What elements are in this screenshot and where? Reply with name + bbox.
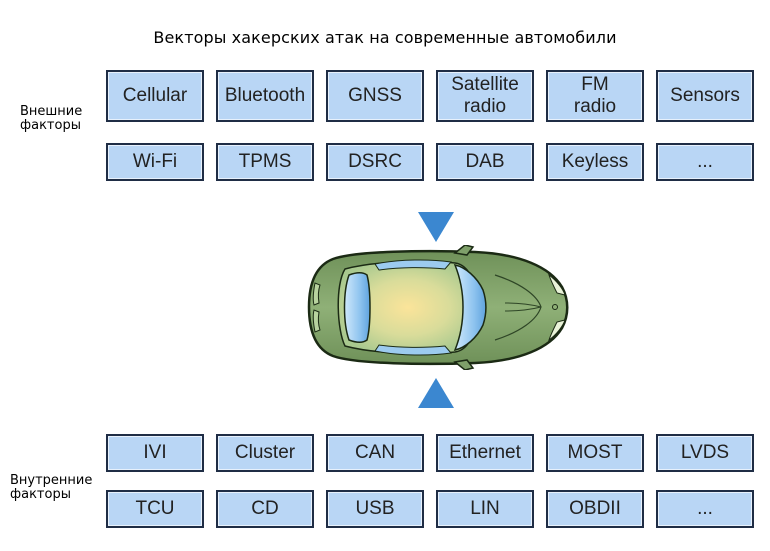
internal-label-line2: факторы	[10, 487, 71, 502]
vector-box-dsrc: DSRC	[326, 143, 424, 181]
vector-box-bluetooth: Bluetooth	[216, 70, 314, 122]
vector-box-cluster: Cluster	[216, 434, 314, 472]
vector-box-lvds: LVDS	[656, 434, 754, 472]
internal-factors-label: Внутренние факторы	[10, 474, 92, 502]
car-icon	[307, 245, 569, 370]
vector-box-ethernet: Ethernet	[436, 434, 534, 472]
vector-box-obdii: OBDII	[546, 490, 644, 528]
vector-box-ivi: IVI	[106, 434, 204, 472]
vector-box-tpms: TPMS	[216, 143, 314, 181]
vector-box-keyless: Keyless	[546, 143, 644, 181]
internal-label-line1: Внутренние	[10, 473, 93, 488]
vector-box-usb: USB	[326, 490, 424, 528]
vector-box-cellular: Cellular	[106, 70, 204, 122]
vector-box-satellite-radio: Satellite radio	[436, 70, 534, 122]
vector-box-wifi: Wi-Fi	[106, 143, 204, 181]
vector-box-most: MOST	[546, 434, 644, 472]
vector-box-lin: LIN	[436, 490, 534, 528]
arrow-down-icon	[418, 212, 454, 242]
external-label-line1: Внешние	[20, 104, 83, 119]
external-factors-label: Внешние факторы	[20, 105, 82, 133]
vector-box-tcu: TCU	[106, 490, 204, 528]
vector-box-dab: DAB	[436, 143, 534, 181]
vector-box-fm-radio: FM radio	[546, 70, 644, 122]
vector-box-gnss: GNSS	[326, 70, 424, 122]
vector-box-sensors: Sensors	[656, 70, 754, 122]
external-label-line2: факторы	[20, 118, 81, 133]
vector-box-more-internal: ...	[656, 490, 754, 528]
arrow-up-icon	[418, 378, 454, 408]
vector-box-can: CAN	[326, 434, 424, 472]
diagram-title: Векторы хакерских атак на современные ав…	[153, 28, 617, 47]
vector-box-more-external: ...	[656, 143, 754, 181]
vector-box-cd: CD	[216, 490, 314, 528]
